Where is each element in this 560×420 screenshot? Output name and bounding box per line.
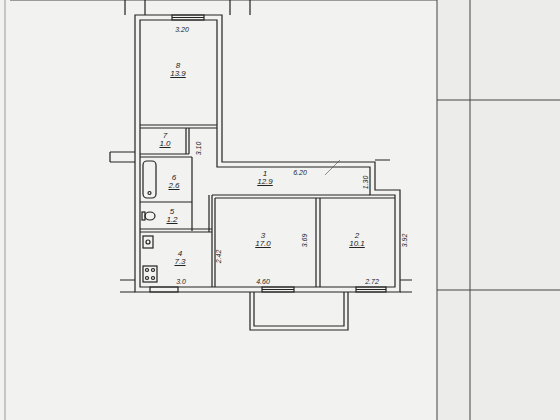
dimension-label: 2.42 (216, 249, 223, 263)
room-number: 7 (163, 132, 167, 140)
room: 813.9 (168, 61, 188, 80)
room-area: 2.6 (168, 182, 179, 190)
room-number: 5 (170, 208, 174, 216)
room-area: 1.2 (166, 216, 177, 224)
room: 47.3 (172, 249, 187, 268)
room-number: 3 (261, 232, 265, 240)
dimension-label: 3.0 (176, 278, 186, 285)
dimension-label: 3.20 (175, 26, 189, 33)
room-area: 1.0 (159, 140, 170, 148)
room-area: 17.0 (255, 240, 271, 248)
dimension-label: 3.92 (402, 233, 409, 247)
dimension-label: 4.60 (256, 278, 270, 285)
room: 71.0 (157, 131, 172, 150)
room-number: 8 (176, 62, 180, 70)
dimension-label: 1.30 (363, 175, 370, 189)
room-area: 12.9 (257, 178, 273, 186)
dimension-label: 3.10 (196, 141, 203, 155)
room: 112.9 (255, 169, 275, 188)
room-number: 6 (172, 174, 176, 182)
room-area: 13.9 (170, 70, 186, 78)
room: 62.6 (166, 173, 181, 192)
room-area: 10.1 (349, 240, 365, 248)
room-number: 2 (355, 232, 359, 240)
room-area: 7.3 (174, 258, 185, 266)
dimension-label: 3.69 (302, 233, 309, 247)
dimension-label: 2.72 (365, 278, 379, 285)
room-number: 4 (178, 250, 182, 258)
room-number: 1 (263, 170, 267, 178)
room: 51.2 (164, 207, 179, 226)
dimension-label: 6.20 (293, 169, 307, 176)
room: 317.0 (253, 231, 273, 250)
room: 210.1 (347, 231, 367, 250)
